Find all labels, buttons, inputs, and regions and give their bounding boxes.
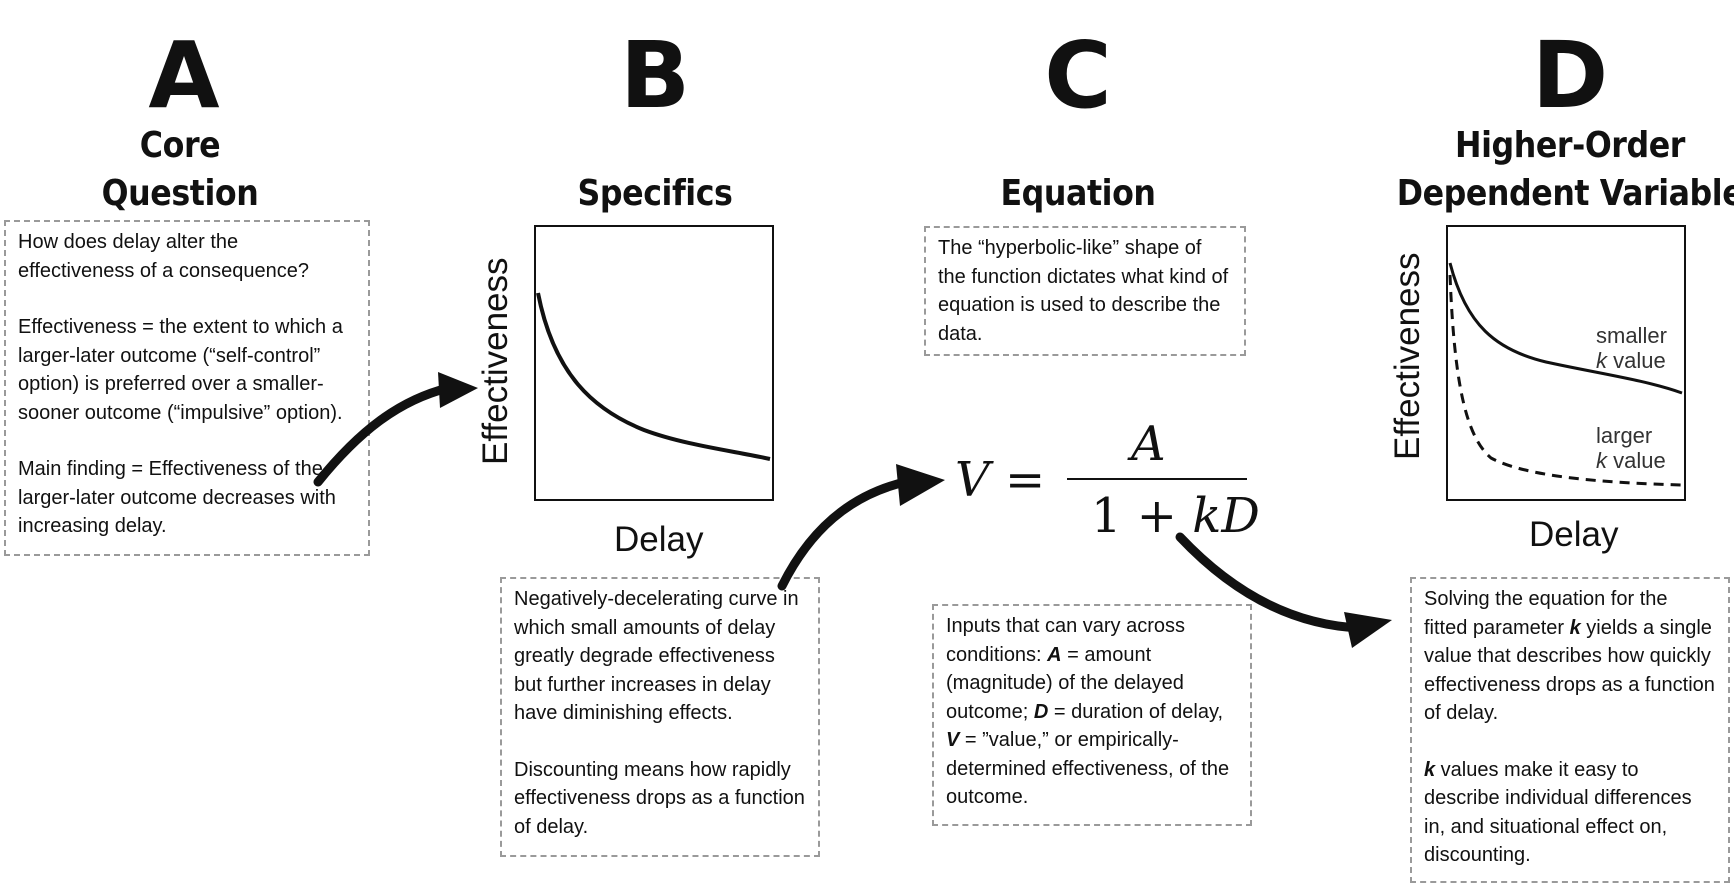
arrow-b-to-c-shaft [777, 477, 910, 591]
equation-denominator-constant: 1 + [1091, 488, 1193, 544]
main-finding-text: Main finding = Effectiveness of the larg… [18, 458, 336, 537]
equation-shape-box: The “hyperbolic-like” shape of the funct… [924, 226, 1246, 356]
core-question-text: How does delay alter the effectiveness o… [18, 231, 309, 282]
core-question-box: How does delay alter the effectiveness o… [4, 220, 370, 556]
equation-denominator: 1 + kD [1091, 488, 1260, 544]
arrow-c-to-d-head [1344, 612, 1392, 648]
equation-inputs-text: Inputs that can vary across conditions: … [946, 615, 1230, 808]
panel-c-title: Equation [1000, 173, 1156, 214]
panel-b-title: Specifics [577, 173, 733, 214]
equation-equals: = [1005, 452, 1046, 508]
panel-a-letter: A [148, 22, 220, 129]
k-value-plot-area [1446, 225, 1686, 501]
equation-fraction-bar [1067, 478, 1247, 480]
panel-a-title-line1: Core [139, 125, 221, 166]
panel-d-title-line2: Dependent Variable [1396, 173, 1734, 214]
hyperbolic-shape-text: The “hyperbolic-like” shape of the funct… [938, 237, 1229, 345]
discounting-definition-text: Discounting means how rapidly effectiven… [514, 758, 805, 838]
discounting-curve [536, 292, 771, 461]
symbol-a: A [1047, 643, 1062, 666]
k-individual-differences-text: k values make it easy to describe indivi… [1424, 758, 1692, 867]
k-fit-text: Solving the equation for the fitted para… [1424, 588, 1715, 724]
arrow-a-to-b-shaft [313, 383, 453, 487]
specifics-curve-svg [536, 292, 771, 461]
equation-denominator-kd: kD [1192, 488, 1260, 544]
panel-b-letter: B [619, 22, 691, 129]
symbol-d: D [1033, 700, 1049, 723]
specifics-box: Negatively-decelerating curve in which s… [500, 577, 820, 857]
smaller-k-label-line1: smaller [1596, 323, 1667, 348]
negatively-decelerating-text: Negatively-decelerating curve in which s… [514, 588, 799, 724]
larger-k-curve [1448, 274, 1683, 487]
specifics-plot-area [534, 225, 774, 501]
smaller-k-label-line2: k value [1596, 348, 1666, 373]
panel-a-title-line2: Question [101, 173, 259, 214]
panel-c-letter: C [1044, 22, 1112, 129]
larger-k-label-line1: larger [1596, 423, 1652, 448]
symbol-k-2: k [1424, 758, 1436, 781]
symbol-k: k [1569, 616, 1581, 639]
arrow-c-to-d-shaft [1175, 532, 1365, 633]
equation-v: V [955, 452, 990, 508]
panel-d-title-line1: Higher-Order [1455, 125, 1685, 166]
k-value-curves-svg: smaller k value larger k value [1448, 262, 1683, 487]
arrow-a-to-b-head [438, 372, 478, 408]
k-value-x-axis-label: Delay [1529, 515, 1619, 554]
equation-numerator: A [1131, 416, 1166, 472]
higher-order-box: Solving the equation for the fitted para… [1410, 577, 1730, 883]
panel-d-letter: D [1531, 22, 1609, 129]
symbol-v: V [946, 729, 960, 751]
specifics-x-axis-label: Delay [614, 520, 704, 559]
effectiveness-definition-text: Effectiveness = the extent to which a la… [18, 316, 343, 424]
arrow-b-to-c-head [896, 464, 945, 506]
smaller-k-curve [1448, 262, 1683, 395]
larger-k-label-line2: k value [1596, 448, 1666, 473]
equation-inputs-box: Inputs that can vary across conditions: … [932, 604, 1252, 826]
equation: V = A 1 + kD [955, 416, 1260, 560]
